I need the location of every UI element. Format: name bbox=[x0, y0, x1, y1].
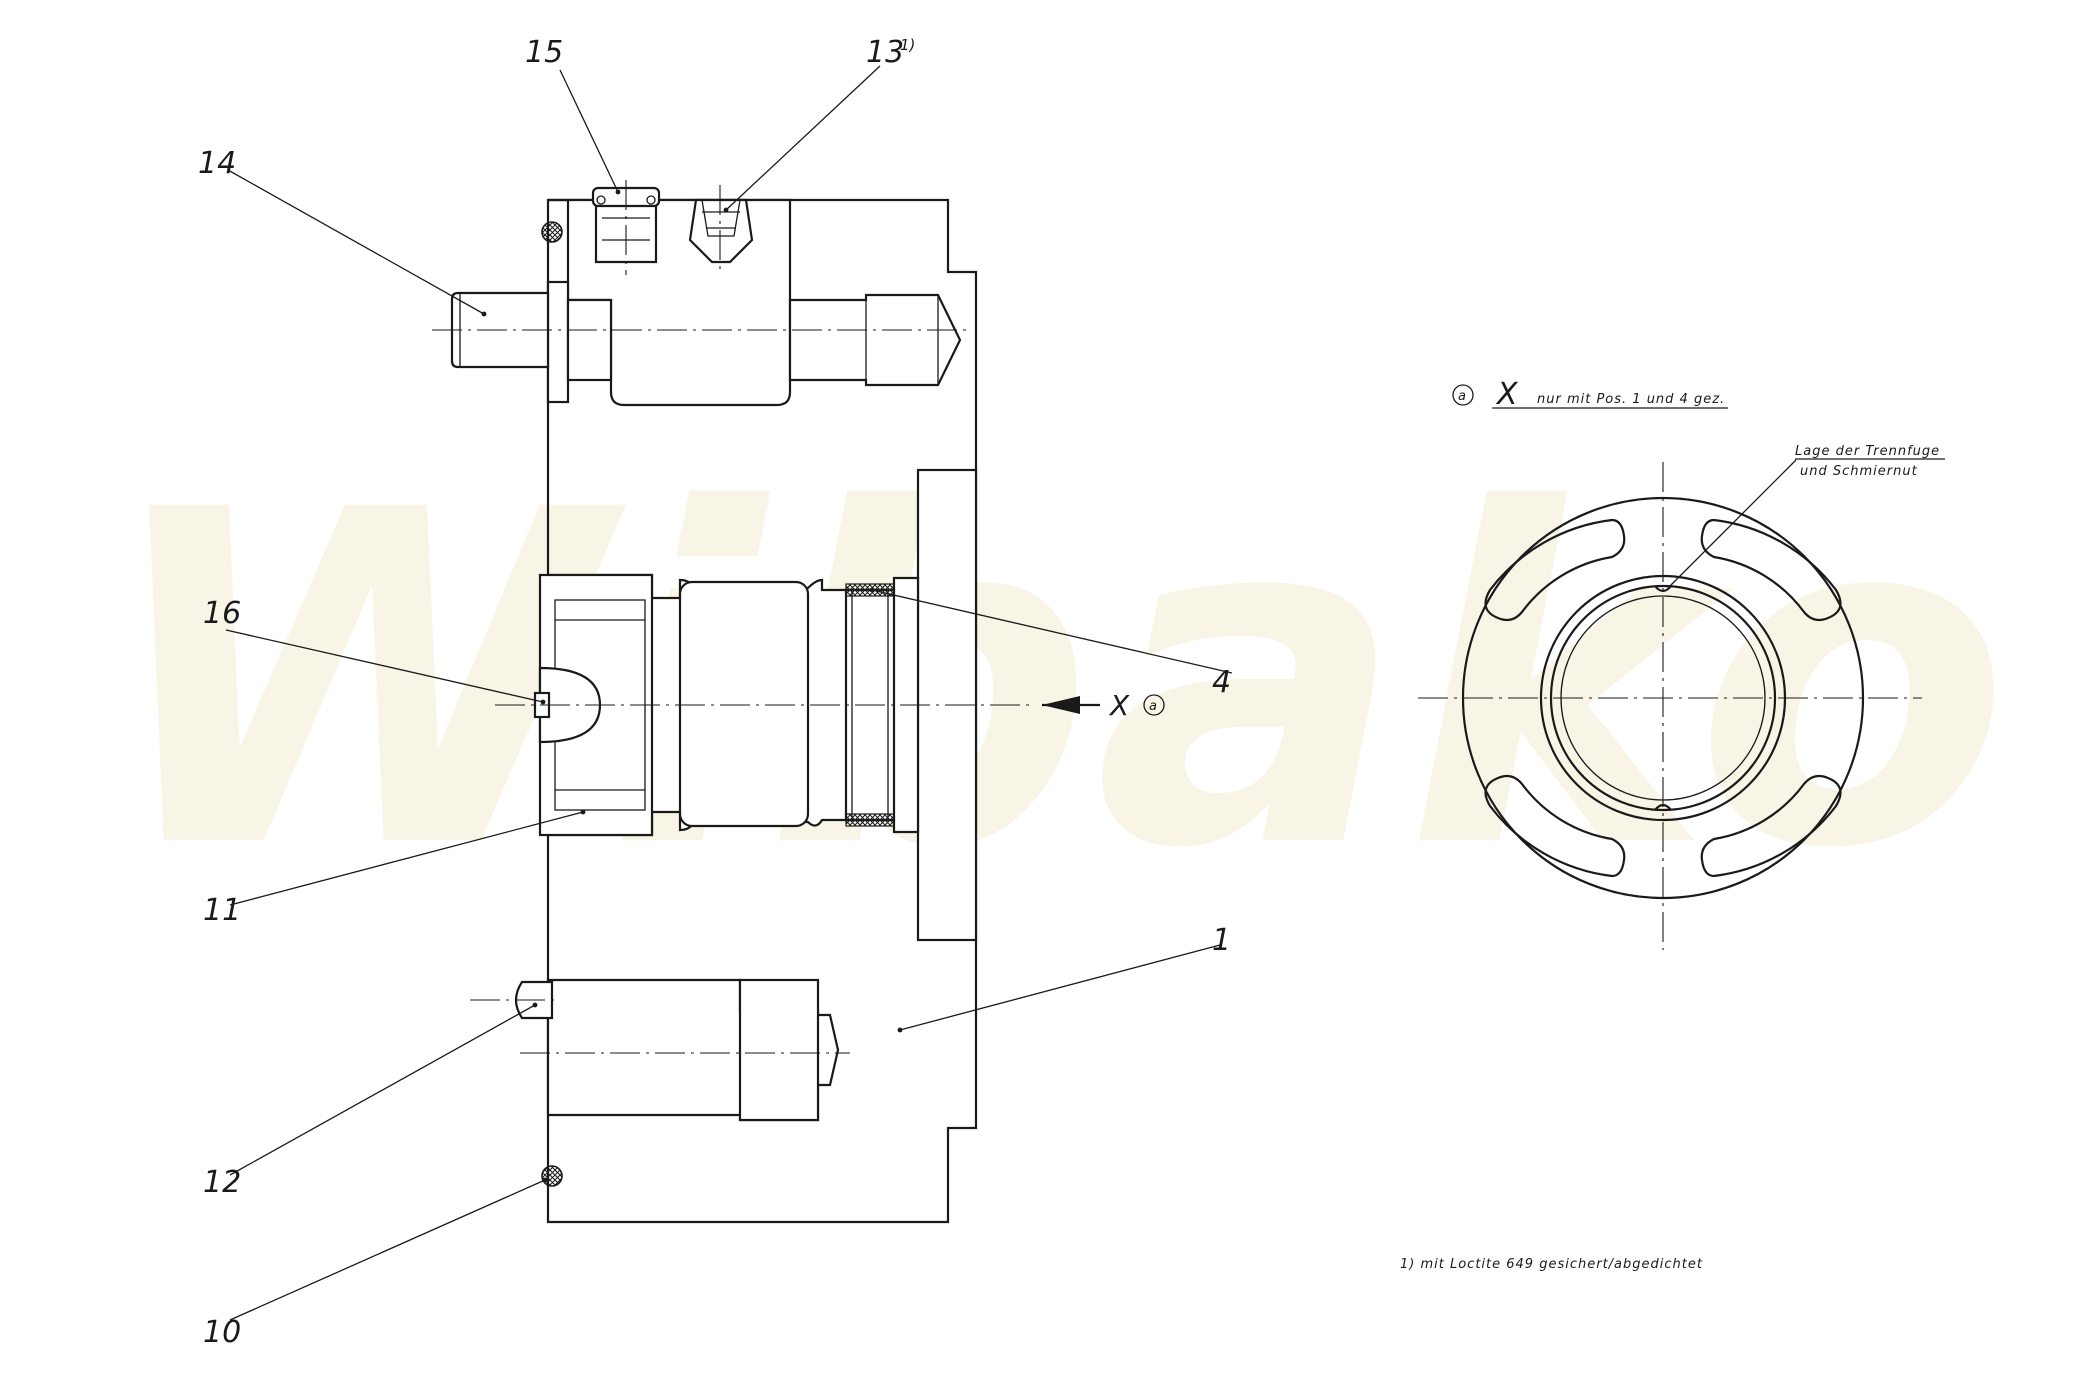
detail-view: a X nur mit Pos. 1 und 4 gez. Lage der T… bbox=[1418, 377, 1945, 950]
footnote: 1) mit Loctite 649 gesichert/abgedichtet bbox=[1400, 1257, 1703, 1272]
callout-numbers: 15 13 1) 14 16 4 11 1 12 10 bbox=[198, 35, 1231, 1350]
detail-title-letter: X bbox=[1495, 377, 1519, 412]
leader-lines bbox=[225, 65, 1233, 1321]
top-bore bbox=[788, 293, 962, 387]
detail-circle-letter: a bbox=[1458, 389, 1466, 404]
view-marker: X a bbox=[1108, 689, 1165, 722]
housing-body bbox=[546, 198, 978, 1224]
detail-title-text: nur mit Pos. 1 und 4 gez. bbox=[1537, 392, 1725, 407]
callout-1: 1 bbox=[1212, 923, 1231, 958]
detail-note-line2: und Schmiernut bbox=[1800, 464, 1918, 479]
callout-15: 15 bbox=[525, 35, 563, 70]
kidney-slot-bottom-left bbox=[1484, 774, 1626, 878]
callout-14: 14 bbox=[198, 146, 236, 181]
o-ring-top bbox=[541, 221, 563, 243]
section-view bbox=[432, 180, 1100, 1224]
top-flange bbox=[546, 280, 570, 404]
callout-11: 11 bbox=[203, 893, 241, 928]
watermark-logo: Wibako bbox=[100, 414, 2010, 949]
callout-13: 13 bbox=[866, 35, 904, 70]
callout-10: 10 bbox=[203, 1315, 241, 1350]
callout-4: 4 bbox=[1212, 665, 1231, 700]
port-13 bbox=[688, 198, 754, 264]
view-marker-letter: X bbox=[1108, 689, 1130, 722]
callout-12: 12 bbox=[203, 1165, 241, 1200]
callout-16: 16 bbox=[203, 596, 241, 631]
callout-13-superscript: 1) bbox=[900, 36, 915, 54]
kidney-slot-top-left bbox=[1484, 518, 1626, 622]
view-marker-circle-letter: a bbox=[1149, 699, 1157, 714]
detail-note-line1: Lage der Trennfuge bbox=[1795, 444, 1940, 459]
detail-bore-ring bbox=[1549, 584, 1777, 812]
kidney-slot-bottom-right bbox=[1700, 774, 1842, 878]
piston bbox=[678, 580, 810, 828]
kidney-slot-top-right bbox=[1700, 518, 1842, 622]
o-ring-bottom bbox=[541, 1165, 563, 1187]
